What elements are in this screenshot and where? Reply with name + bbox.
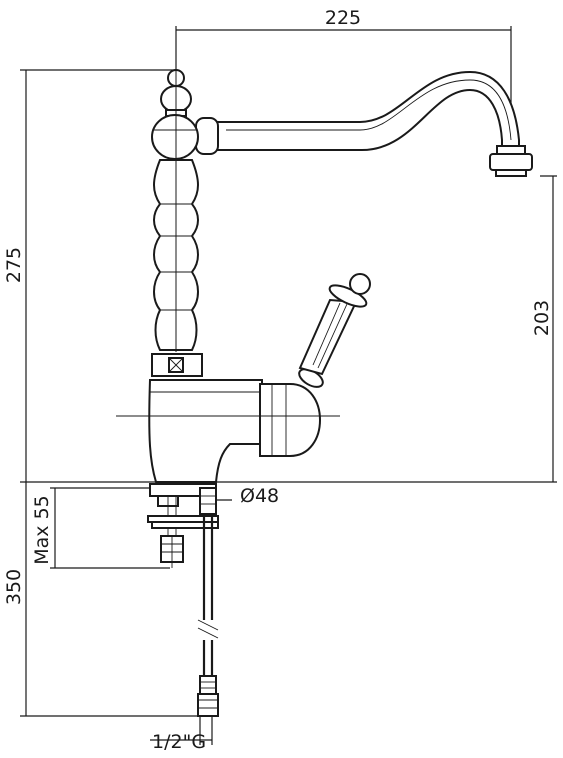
upper-ball xyxy=(151,114,199,160)
column xyxy=(153,58,199,352)
lever-handle xyxy=(298,273,371,388)
hose-length-label: 350 xyxy=(3,569,25,605)
base-diameter-label: Ø48 xyxy=(240,485,279,507)
dimension-lines xyxy=(20,26,557,745)
max-deck-thickness-label: Max 55 xyxy=(31,495,53,565)
thread-size-label: 1/2"G xyxy=(152,731,206,753)
mixer-housing xyxy=(116,383,340,457)
spout xyxy=(195,70,533,177)
faucet xyxy=(116,58,533,717)
lower-body xyxy=(148,379,263,483)
spout-reach-label: 225 xyxy=(325,7,361,29)
spout-height-label: 203 xyxy=(531,300,553,336)
hex-collar xyxy=(151,353,203,377)
total-height-label: 275 xyxy=(3,247,25,283)
supply-hose xyxy=(197,487,219,717)
